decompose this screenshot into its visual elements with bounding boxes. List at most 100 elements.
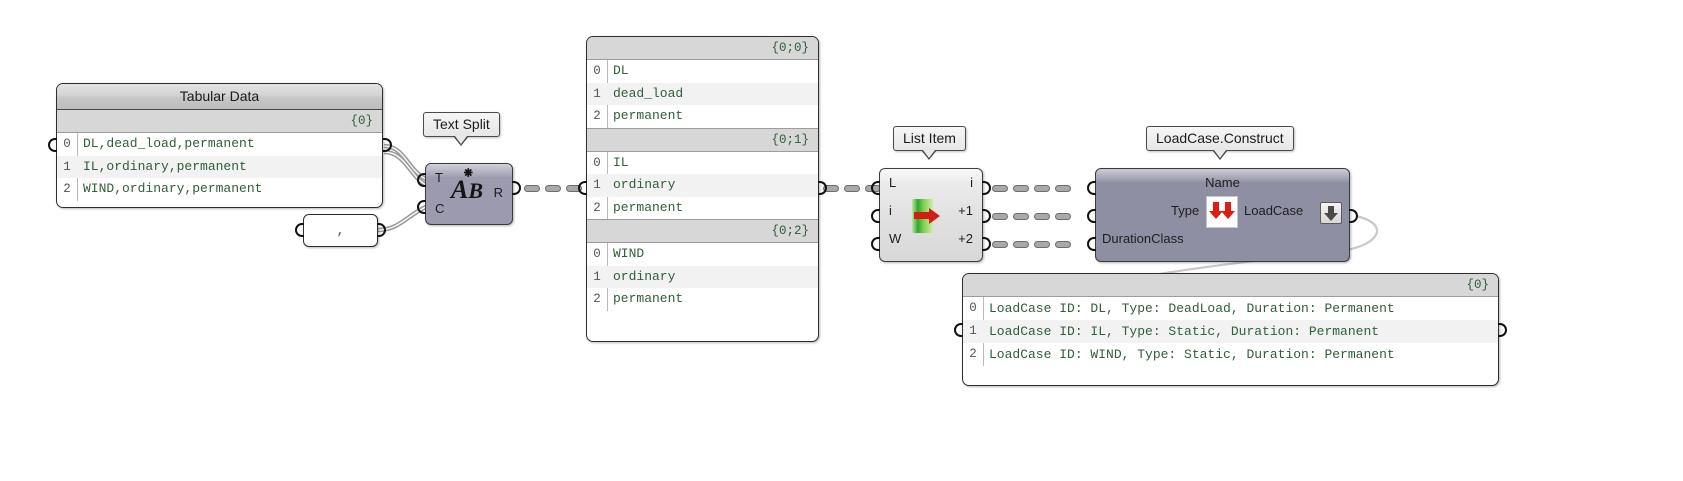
loadcase-input-nub-name[interactable] xyxy=(1087,181,1096,195)
branch-path-header: {0} xyxy=(963,274,1498,297)
row-value: LoadCase ID: IL, Type: Static, Duration:… xyxy=(989,324,1380,339)
row-index: 1 xyxy=(593,178,601,192)
text-split-input-nub-C[interactable] xyxy=(417,200,426,214)
input-pin-T[interactable]: T xyxy=(435,170,443,185)
text-split-input-nub-T[interactable] xyxy=(417,173,426,187)
list-item[interactable]: 1 ordinary xyxy=(587,265,818,288)
output-pin-plus1[interactable]: +1 xyxy=(958,203,973,218)
tooltip-tail xyxy=(453,136,470,146)
row-index: 1 xyxy=(969,324,977,338)
list-item-input-nub-i[interactable] xyxy=(871,209,880,223)
list-item-input-nub-L[interactable] xyxy=(871,181,880,195)
row-index: 2 xyxy=(593,292,601,306)
list-item[interactable]: 2 permanent xyxy=(587,197,818,220)
tooltip-text-split-label: Text Split xyxy=(423,112,500,137)
row-value: IL xyxy=(613,154,629,170)
panel-split-result[interactable]: {0;0} 0 DL 1 dead_load 2 permanent {0;1} xyxy=(586,36,819,342)
split-result-output-nub[interactable] xyxy=(818,181,827,195)
component-list-item[interactable]: L i W i +1 +2 xyxy=(879,168,983,262)
output-pin-R[interactable]: R xyxy=(493,185,503,200)
loadcase-input-nub-durationclass[interactable] xyxy=(1087,237,1096,251)
input-pin-type[interactable]: Type xyxy=(1171,203,1200,218)
branch-path-label: {0;2} xyxy=(771,224,809,238)
output-pin-plus2[interactable]: +2 xyxy=(958,231,973,246)
table-row[interactable]: 2 WIND,ordinary,permanent xyxy=(57,178,382,201)
tabular-data-rows: 0 DL,dead_load,permanent 1 IL,ordinary,p… xyxy=(57,133,382,201)
list-item[interactable]: 2 permanent xyxy=(587,105,818,128)
text-split-output-nub-R[interactable] xyxy=(512,181,521,195)
output-pin-loadcase[interactable]: LoadCase xyxy=(1244,203,1304,218)
input-pin-i[interactable]: i xyxy=(889,203,892,218)
tooltip-text-split: Text Split xyxy=(423,112,500,146)
row-value: WIND,ordinary,permanent xyxy=(83,181,263,196)
list-item[interactable]: 0 LoadCase ID: DL, Type: DeadLoad, Durat… xyxy=(963,297,1498,320)
list-item-output-nub-plus1[interactable] xyxy=(982,209,991,223)
list-item[interactable]: 1 LoadCase ID: IL, Type: Static, Duratio… xyxy=(963,320,1498,343)
input-pin-name[interactable]: Name xyxy=(1205,175,1240,190)
tabular-data-output-nub[interactable] xyxy=(383,138,392,152)
row-index: 2 xyxy=(593,200,601,215)
branch-rows: 0 WIND 1 ordinary 2 permanent xyxy=(587,243,818,311)
row-index: 0 xyxy=(593,155,601,170)
input-pin-L[interactable]: L xyxy=(889,175,897,190)
row-value: LoadCase ID: WIND, Type: Static, Duratio… xyxy=(989,347,1395,362)
separator-output-nub[interactable] xyxy=(377,223,386,237)
icon-arrow xyxy=(929,208,940,224)
branch-path-label: {0;0} xyxy=(771,41,809,55)
row-index: 0 xyxy=(593,64,601,78)
row-index: 0 xyxy=(969,301,977,315)
row-index: 1 xyxy=(593,269,601,284)
tabular-data-input-nub[interactable] xyxy=(48,138,57,152)
flatten-icon[interactable] xyxy=(1320,202,1342,224)
list-item-input-nub-W[interactable] xyxy=(871,237,880,251)
loadcase-output-nub[interactable] xyxy=(1349,209,1358,223)
list-item[interactable]: 2 LoadCase ID: WIND, Type: Static, Durat… xyxy=(963,343,1498,366)
list-item-output-nub-plus2[interactable] xyxy=(982,237,991,251)
panel-output[interactable]: {0} 0 LoadCase ID: DL, Type: DeadLoad, D… xyxy=(962,273,1499,386)
list-item[interactable]: 1 ordinary xyxy=(587,174,818,197)
flatten-arrow-shaft xyxy=(1328,206,1334,214)
row-value: LoadCase ID: DL, Type: DeadLoad, Duratio… xyxy=(989,301,1395,316)
split-result-input-nub[interactable] xyxy=(578,181,587,195)
separator-value: , xyxy=(336,223,345,238)
output-panel-input-nub[interactable] xyxy=(954,323,963,337)
branch-path-header: {0;2} xyxy=(587,219,818,243)
list-item[interactable]: 0 DL xyxy=(587,60,818,83)
component-text-split[interactable]: T C R ⁕AB xyxy=(425,163,513,225)
list-item[interactable]: 0 IL xyxy=(587,152,818,175)
input-pin-W[interactable]: W xyxy=(889,231,902,246)
panel-separator[interactable]: , xyxy=(303,214,378,247)
row-value: DL xyxy=(613,63,629,78)
component-loadcase-construct[interactable]: Name Type DurationClass LoadCase xyxy=(1095,168,1350,262)
row-index: 1 xyxy=(63,159,71,174)
list-item-output-nub-i[interactable] xyxy=(982,181,991,195)
list-item[interactable]: 0 WIND xyxy=(587,243,818,266)
row-value: ordinary xyxy=(613,177,676,192)
loadcase-input-nub-type[interactable] xyxy=(1087,209,1096,223)
tooltip-list-item: List Item xyxy=(893,126,966,160)
list-item[interactable]: 2 permanent xyxy=(587,288,818,311)
row-value: ordinary xyxy=(613,268,676,284)
tooltip-loadcase-construct: LoadCase.Construct xyxy=(1146,126,1294,160)
separator-input-nub[interactable] xyxy=(295,223,304,237)
output-pin-i[interactable]: i xyxy=(970,175,973,190)
red-down-arrows-icon xyxy=(1206,196,1238,228)
table-row[interactable]: 1 IL,ordinary,permanent xyxy=(57,155,382,178)
output-panel-output-nub[interactable] xyxy=(1498,323,1507,337)
panel-tabular-data[interactable]: Tabular Data {0} 0 DL,dead_load,permanen… xyxy=(56,83,383,208)
list-item[interactable]: 1 dead_load xyxy=(587,82,818,105)
input-pin-durationclass[interactable]: DurationClass xyxy=(1102,231,1184,246)
row-value: permanent xyxy=(613,291,684,306)
branch-path-header: {0;0} xyxy=(587,37,818,60)
arrow-shaft-right xyxy=(1225,202,1231,212)
row-index: 2 xyxy=(593,109,601,123)
row-index: 0 xyxy=(593,247,601,261)
row-value: DL,dead_load,permanent xyxy=(83,136,255,151)
input-pin-C[interactable]: C xyxy=(435,201,445,216)
table-row[interactable]: 0 DL,dead_load,permanent xyxy=(57,133,382,156)
ab-text-icon: ⁕AB xyxy=(451,166,484,204)
output-panel-rows: 0 LoadCase ID: DL, Type: DeadLoad, Durat… xyxy=(963,297,1498,366)
branch-rows: 0 IL 1 ordinary 2 permanent xyxy=(587,151,818,220)
